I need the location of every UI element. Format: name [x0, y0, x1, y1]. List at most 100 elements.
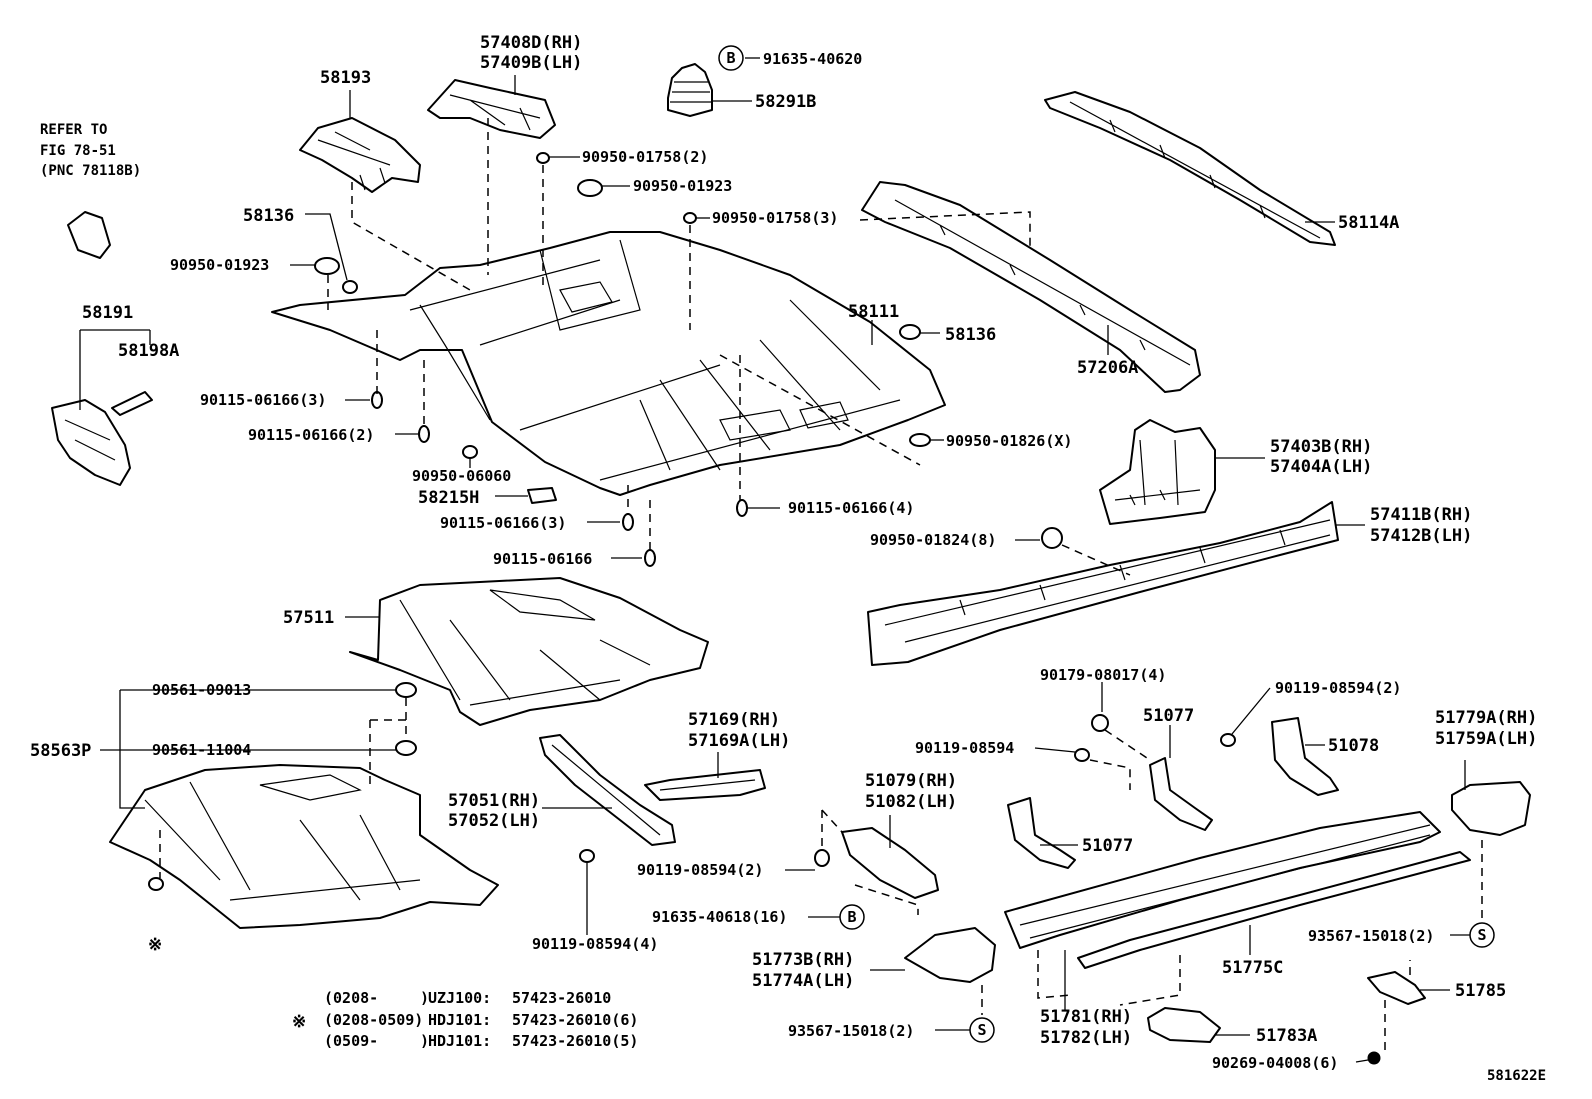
label-90119-08594-mid: 90119-08594	[915, 739, 1014, 757]
label-51779a: 51779A(RH)	[1435, 708, 1537, 728]
label-90561-11004: 90561-11004	[152, 741, 251, 759]
label-51773b: 51773B(RH)	[752, 950, 854, 970]
svg-text:S: S	[977, 1021, 986, 1039]
svg-text:): )	[420, 989, 429, 1007]
app-note-row-2: ※ (0208-0509) HDJ101: 57423-26010(6)	[292, 1011, 638, 1032]
label-51782: 51782(LH)	[1040, 1028, 1132, 1048]
part-58291b-illustration	[667, 63, 713, 117]
svg-text:57423-26010(6): 57423-26010(6)	[512, 1011, 638, 1029]
label-51079: 51079(RH)	[865, 771, 957, 791]
label-58198a: 58198A	[118, 341, 179, 361]
part-57411b-illustration	[867, 501, 1339, 666]
svg-text:S: S	[1477, 926, 1486, 944]
part-57408d-illustration	[427, 79, 556, 139]
label-90115-06166-3a: 90115-06166(3)	[200, 391, 326, 409]
label-57403b: 57403B(RH)	[1270, 437, 1372, 457]
svg-text:57423-26010: 57423-26010	[512, 989, 611, 1007]
label-58111: 58111	[848, 302, 899, 322]
svg-text:B: B	[726, 49, 735, 67]
label-90119-08594-2-top: 90119-08594(2)	[1275, 679, 1401, 697]
part-58114a-illustration	[1044, 91, 1336, 246]
label-93567-15018-right: 93567-15018(2)	[1308, 927, 1434, 945]
label-58215h: 58215H	[418, 488, 479, 508]
label-57408d: 57408D(RH)	[480, 33, 582, 53]
part-57403b-illustration	[1099, 419, 1216, 525]
label-90115-06166-4: 90115-06166(4)	[788, 499, 914, 517]
label-90119-08594-2-low: 90119-08594(2)	[637, 861, 763, 879]
label-90119-08594-4: 90119-08594(4)	[532, 935, 658, 953]
part-58198a-illustration	[111, 391, 153, 416]
label-58136-right: 58136	[945, 325, 996, 345]
label-90115-06166-2: 90115-06166(2)	[248, 426, 374, 444]
label-51783a: 51783A	[1256, 1026, 1317, 1046]
svg-text:(0509-: (0509-	[324, 1032, 378, 1050]
part-51077-mid-illustration	[1007, 797, 1076, 869]
label-90115-06166: 90115-06166	[493, 550, 592, 568]
label-51077-top: 51077	[1143, 706, 1194, 726]
part-58563p-illustration	[109, 764, 499, 929]
label-51078: 51078	[1328, 736, 1379, 756]
label-51077-mid: 51077	[1082, 836, 1133, 856]
label-90115-06166-3b: 90115-06166(3)	[440, 514, 566, 532]
label-90950-01923-top: 90950-01923	[633, 177, 732, 195]
label-57409b: 57409B(LH)	[480, 53, 582, 73]
app-note-row-3: (0509- ) HDJ101: 57423-26010(5)	[324, 1032, 638, 1050]
app-note-row-1: (0208- ) UZJ100: 57423-26010	[324, 989, 611, 1007]
label-51759a: 51759A(LH)	[1435, 729, 1537, 749]
svg-text:B: B	[847, 908, 856, 926]
label-57404a: 57404A(LH)	[1270, 457, 1372, 477]
marker-s-left: S	[969, 1017, 995, 1043]
label-57411b: 57411B(RH)	[1370, 505, 1472, 525]
refer-note-line1: REFER TO	[40, 122, 107, 138]
part-57169-illustration	[644, 769, 766, 801]
label-93567-15018-left: 93567-15018(2)	[788, 1022, 914, 1040]
part-51773b-illustration	[904, 927, 996, 983]
part-51079-illustration	[841, 827, 939, 899]
marker-b-mid: B	[839, 904, 865, 930]
label-90950-01758-3: 90950-01758(3)	[712, 209, 838, 227]
part-58111-illustration	[271, 231, 946, 496]
part-51775c-illustration	[1004, 811, 1471, 969]
label-90950-01826: 90950-01826(X)	[946, 432, 1072, 450]
label-57511: 57511	[283, 608, 334, 628]
leader-lines	[79, 57, 1470, 1063]
label-58563p: 58563P	[30, 741, 91, 761]
svg-text:HDJ101:: HDJ101:	[428, 1011, 491, 1029]
label-58191: 58191	[82, 303, 133, 323]
label-57412b: 57412B(LH)	[1370, 526, 1472, 546]
marker-s-right: S	[1469, 922, 1495, 948]
label-90950-01824: 90950-01824(8)	[870, 531, 996, 549]
label-57052: 57052(LH)	[448, 811, 540, 831]
svg-text:UZJ100:: UZJ100:	[428, 989, 491, 1007]
part-labels: 57408D(RH) 57409B(LH) 58193 91635-40620 …	[30, 33, 1537, 1072]
label-57206a: 57206A	[1077, 358, 1138, 378]
label-51775c: 51775C	[1222, 958, 1283, 978]
note-mark: ※	[148, 935, 162, 955]
part-51779a-illustration	[1451, 781, 1531, 836]
label-57169: 57169(RH)	[688, 710, 780, 730]
label-90950-01923-left: 90950-01923	[170, 256, 269, 274]
part-57206a-illustration	[861, 181, 1201, 393]
svg-text:※: ※	[292, 1012, 306, 1032]
label-90179-08017: 90179-08017(4)	[1040, 666, 1166, 684]
part-51077-top-illustration	[1149, 757, 1213, 831]
application-notes: (0208- ) UZJ100: 57423-26010 ※ (0208-050…	[292, 989, 638, 1050]
label-90950-06060: 90950-06060	[412, 467, 511, 485]
part-58193-illustration	[299, 117, 421, 193]
label-90561-09013: 90561-09013	[152, 681, 251, 699]
part-51078-illustration	[1271, 717, 1339, 796]
part-57511-illustration	[349, 577, 709, 726]
label-58114a: 58114A	[1338, 213, 1399, 233]
label-90269-04008: 90269-04008(6)	[1212, 1054, 1338, 1072]
marker-b-top: B	[718, 45, 744, 71]
refer-note-line3: (PNC 78118B)	[40, 163, 141, 179]
part-51783a-illustration	[1147, 1007, 1221, 1043]
label-90950-01758-2: 90950-01758(2)	[582, 148, 708, 166]
refer-note-line2: FIG 78-51	[40, 143, 116, 159]
label-51774a: 51774A(LH)	[752, 971, 854, 991]
part-58191-illustration	[51, 399, 131, 486]
svg-text:(0208-0509): (0208-0509)	[324, 1011, 423, 1029]
label-91635-40618: 91635-40618(16)	[652, 908, 787, 926]
label-57051: 57051(RH)	[448, 791, 540, 811]
